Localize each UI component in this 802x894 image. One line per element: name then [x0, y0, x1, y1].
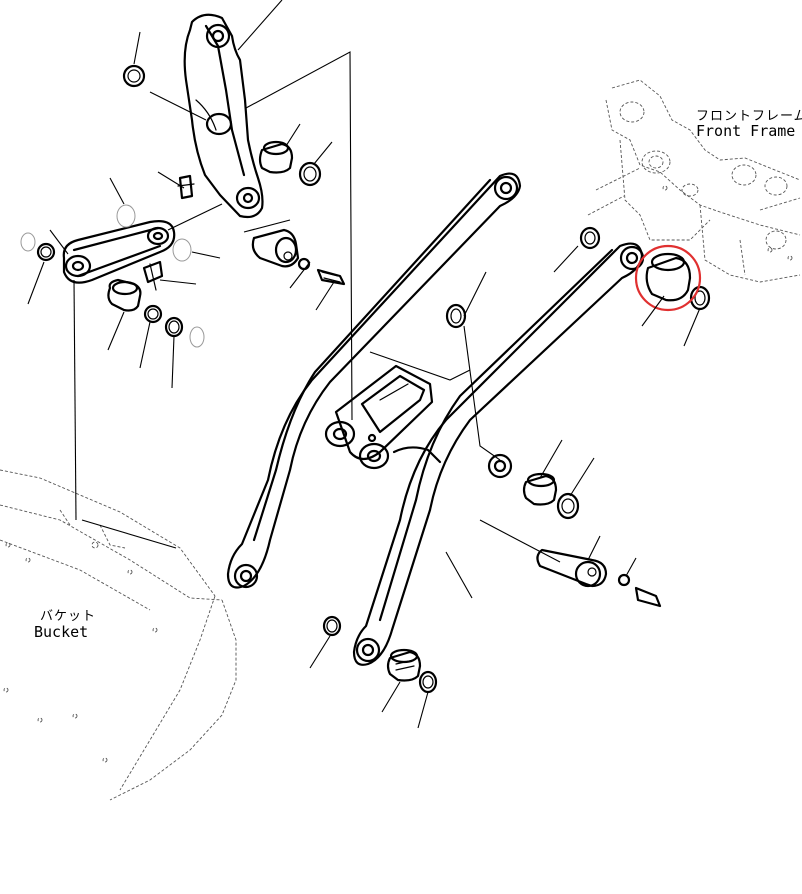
lift-arm-left [226, 172, 522, 589]
cross-tube [324, 364, 442, 470]
bucket-label: バケット Bucket [34, 609, 96, 641]
bucket-label-jp: バケット [40, 609, 96, 624]
left-bushings [20, 64, 205, 348]
centre-rings [445, 226, 601, 329]
lower-right-parts [522, 472, 662, 608]
bucket-label-en: Bucket [34, 623, 88, 641]
front-frame-label: フロントフレーム Front Frame [696, 109, 802, 140]
grease-fittings [142, 174, 195, 291]
lift-arm-right [352, 242, 645, 666]
lower-left-parts [322, 615, 438, 694]
front-frame-label-en: Front Frame [696, 122, 795, 140]
front-frame-ghost [587, 79, 801, 283]
tilt-lever [183, 13, 264, 219]
frame-bushing [634, 244, 711, 312]
upper-pin-assembly [251, 228, 346, 286]
upper-bushings [258, 140, 322, 187]
bucket-ghost [0, 469, 237, 801]
highlight-circle [634, 244, 702, 312]
tilt-link [62, 220, 176, 284]
leader-lines [27, 0, 701, 729]
front-frame-label-jp: フロントフレーム [696, 109, 802, 124]
